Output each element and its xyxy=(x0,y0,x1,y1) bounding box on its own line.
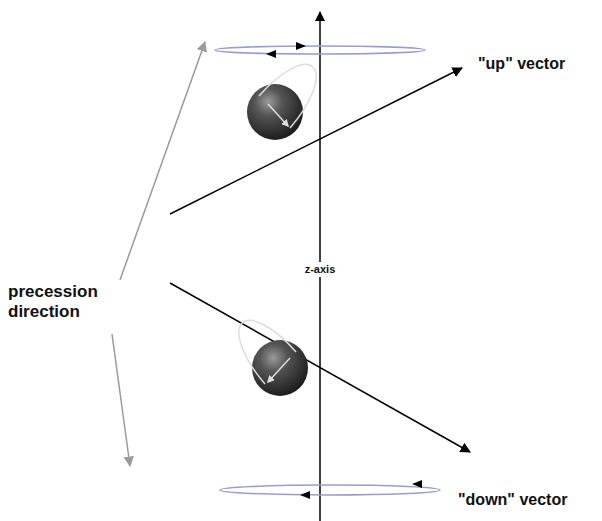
up-vector-line xyxy=(170,68,462,214)
spin-arc xyxy=(239,320,296,384)
axis-label: z-axis xyxy=(303,262,338,277)
vector-label: "down" vector xyxy=(458,490,567,509)
spin-sphere xyxy=(252,340,308,396)
orbit-arrow xyxy=(266,50,276,58)
orbit-arrow xyxy=(300,491,310,499)
precession-orbit xyxy=(220,485,440,495)
spin-arc xyxy=(259,64,316,128)
orbit-arrow xyxy=(296,42,306,50)
down-vector-line xyxy=(170,283,470,452)
spin-sphere xyxy=(247,84,303,140)
vector-label: "up" vector xyxy=(478,54,565,73)
spin-arrow xyxy=(268,104,288,126)
precession-label: precession direction xyxy=(8,282,130,323)
precession-orbit xyxy=(215,46,425,54)
pointer-arrow xyxy=(120,42,205,280)
orbit-arrow xyxy=(412,480,422,488)
pointer-arrow xyxy=(112,334,130,466)
spin-arrow xyxy=(268,358,290,382)
